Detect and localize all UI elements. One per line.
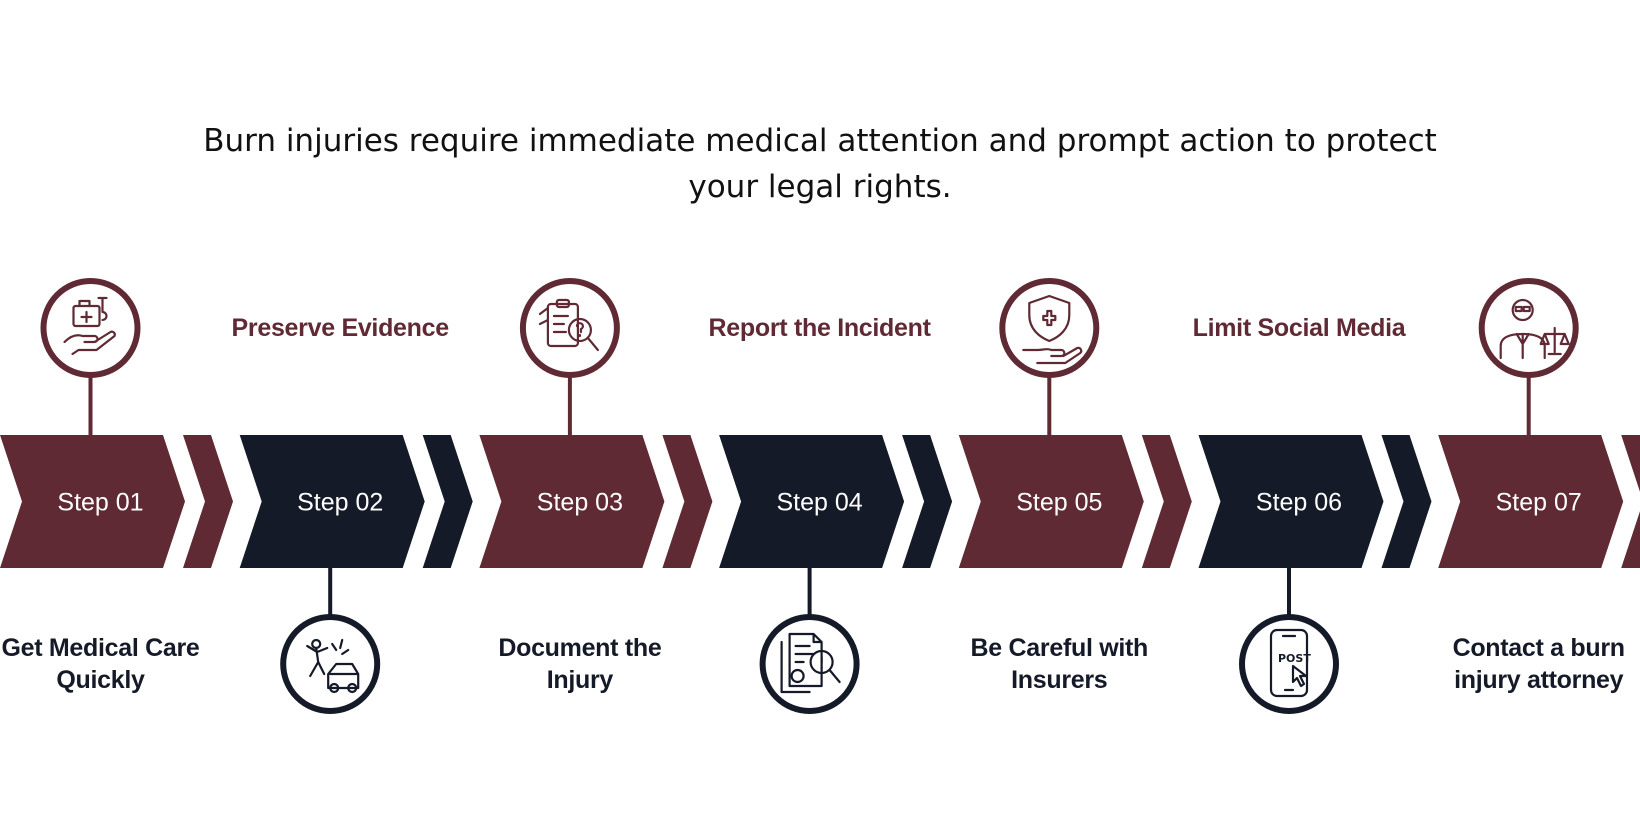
step-7-caption: Contact a burn injury attorney <box>1389 632 1640 696</box>
step-1-label: Step 01 <box>57 489 143 517</box>
step-7-chevron <box>1438 435 1624 568</box>
step-3-caption-line: Injury <box>546 666 614 694</box>
step-4: Step 04 <box>719 435 953 714</box>
step-2-caption: Preserve Evidence <box>190 312 490 344</box>
step-7-label: Step 07 <box>1496 489 1582 517</box>
step-6-caption: Limit Social Media <box>1149 312 1449 344</box>
step-5-chevron <box>958 435 1144 568</box>
intro-line-2: your legal rights. <box>688 169 952 205</box>
step-2-label: Step 02 <box>297 489 383 517</box>
step-4-caption-line: Report the Incident <box>708 314 931 342</box>
svg-text:POST: POST <box>1278 652 1311 665</box>
step-6-arrow-tail <box>1381 435 1432 568</box>
step-6: Step 06 POST <box>1198 435 1432 714</box>
step-5-arrow-tail <box>1141 435 1192 568</box>
step-3-chevron <box>479 435 665 568</box>
step-4-icon-ring <box>759 614 860 714</box>
step-5-label: Step 05 <box>1016 489 1102 517</box>
step-6-caption-line: Limit Social Media <box>1192 314 1406 342</box>
step-4-arrow-tail <box>902 435 953 568</box>
intro-line-1: Burn injuries require immediate medical … <box>203 123 1437 159</box>
step-2-icon-ring <box>280 614 381 714</box>
step-6-chevron <box>1198 435 1384 568</box>
lawyer-scales-icon <box>1499 298 1570 360</box>
step-3-label: Step 03 <box>537 489 623 517</box>
step-7-caption-line: injury attorney <box>1454 666 1624 694</box>
step-4-chevron <box>719 435 905 568</box>
hand-medical-kit-icon <box>63 296 116 356</box>
step-7-arrow-tail <box>1621 435 1640 568</box>
step-2-caption-line: Preserve Evidence <box>231 314 450 342</box>
step-1-icon-ring <box>40 278 141 378</box>
step-7-icon-ring <box>1478 278 1579 378</box>
car-accident-icon <box>306 638 360 694</box>
step-1-caption-line: Get Medical Care <box>1 634 200 662</box>
clipboard-magnifier-icon <box>538 298 600 352</box>
step-1-chevron <box>0 435 185 568</box>
intro-text: Burn injuries require immediate medical … <box>170 118 1470 210</box>
step-2-arrow-tail <box>422 435 473 568</box>
step-4-caption: Report the Incident <box>670 312 970 344</box>
step-2: Step 02 <box>239 435 473 714</box>
step-3-arrow-tail <box>662 435 713 568</box>
step-7-caption-line: Contact a burn <box>1452 634 1626 662</box>
step-1-arrow-tail <box>183 435 233 568</box>
step-5: Step 05 <box>958 278 1192 568</box>
phone-post-icon: POST <box>1269 628 1311 698</box>
step-2-chevron <box>239 435 425 568</box>
step-3-caption-line: Document the <box>498 634 662 662</box>
step-5-caption-line: Be Careful with <box>970 634 1149 662</box>
step-7: Step 07 <box>1438 278 1640 568</box>
step-6-label: Step 06 <box>1256 489 1342 517</box>
step-4-label: Step 04 <box>777 489 863 517</box>
step-5-caption-line: Insurers <box>1011 666 1108 694</box>
shield-hand-icon <box>1022 294 1083 365</box>
step-1-caption-line: Quickly <box>56 666 145 694</box>
step-3: Step 03 <box>479 278 713 568</box>
step-1: Step 01 <box>0 278 233 568</box>
report-document-icon <box>780 632 841 694</box>
step-6-icon-ring <box>1239 614 1339 714</box>
